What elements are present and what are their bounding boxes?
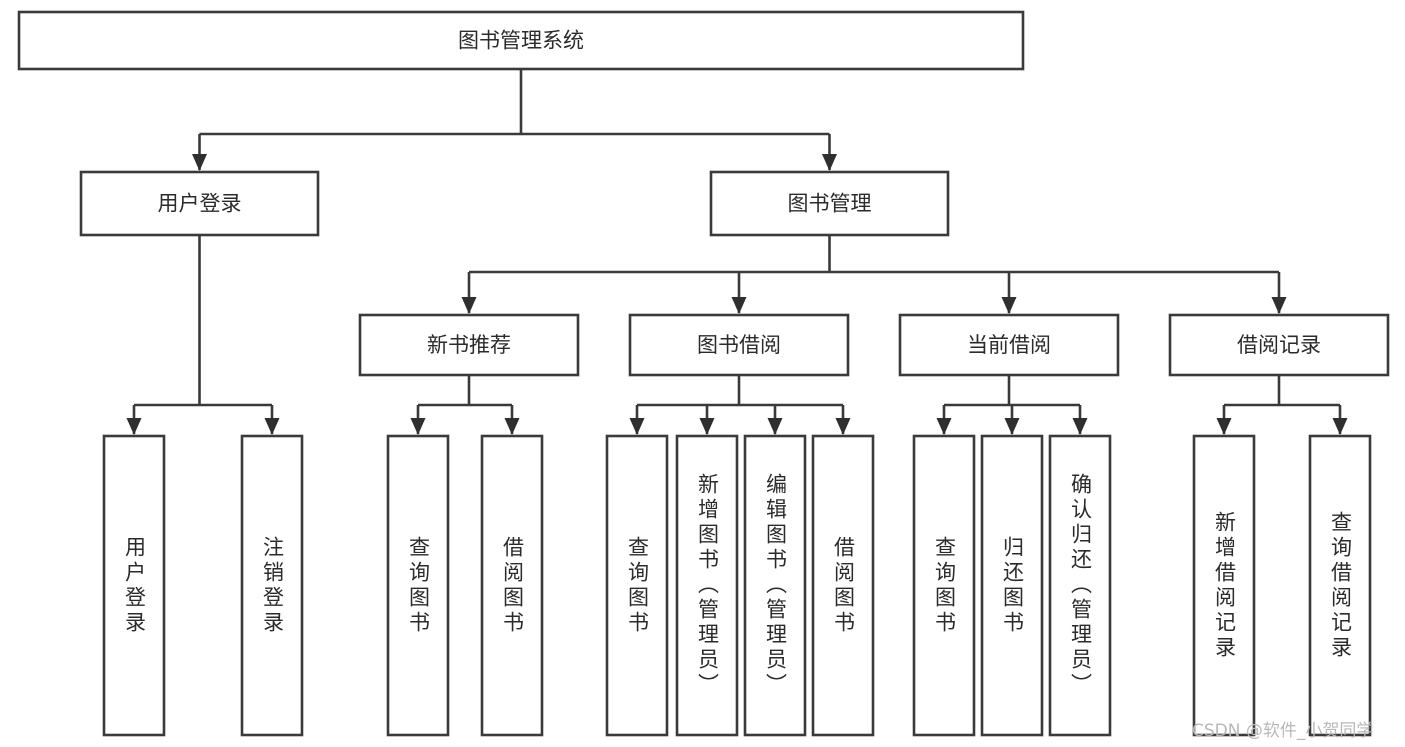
node-level3-2[interactable] (898, 313, 1120, 377)
arrow-head-icon (126, 418, 142, 435)
node-leaf-8[interactable] (912, 434, 976, 737)
arrow-head-icon (504, 418, 520, 435)
node-leaf-12[interactable] (1308, 434, 1372, 737)
node-leaf-2[interactable] (386, 434, 450, 737)
arrow-head-icon (192, 154, 207, 171)
arrow-head-icon (1072, 418, 1088, 435)
node-level3-3[interactable] (1168, 313, 1390, 377)
watermark: CSDN @软件_小贺同学 (1192, 721, 1374, 741)
node-level2-label-1: 图书管理 (788, 192, 872, 216)
arrow-head-icon (1216, 418, 1232, 435)
arrow-head-icon (936, 418, 952, 435)
arrow-head-icon (699, 418, 715, 435)
arrow-head-icon (264, 418, 280, 435)
arrow-head-icon (410, 418, 426, 435)
node-leaf-11[interactable] (1192, 434, 1256, 737)
arrow-head-icon (1004, 418, 1020, 435)
node-level2-1[interactable] (709, 170, 950, 237)
node-leaf-6[interactable] (743, 434, 807, 737)
box-layer (17, 10, 1390, 737)
arrow-head-icon (461, 297, 477, 314)
arrow-head-icon (1332, 418, 1348, 435)
node-leaf-0[interactable] (102, 434, 166, 737)
node-level3-label-3: 借阅记录 (1237, 333, 1321, 357)
node-leaf-4[interactable] (605, 434, 669, 737)
node-level3-1[interactable] (628, 313, 850, 377)
node-leaf-9[interactable] (980, 434, 1044, 737)
node-leaf-3[interactable] (480, 434, 544, 737)
node-level3-0[interactable] (358, 313, 580, 377)
node-leaf-7[interactable] (811, 434, 875, 737)
node-level3-label-2: 当前借阅 (967, 333, 1051, 357)
node-root-label: 图书管理系统 (458, 29, 584, 53)
node-leaf-1[interactable] (240, 434, 304, 737)
arrow-head-icon (1001, 297, 1017, 314)
arrow-head-icon (835, 418, 851, 435)
node-leaf-10[interactable] (1048, 434, 1112, 737)
node-level3-label-1: 图书借阅 (697, 333, 781, 357)
arrow-head-icon (1271, 297, 1287, 314)
node-level2-0[interactable] (79, 170, 320, 237)
node-level2-label-0: 用户登录 (158, 192, 242, 216)
arrow-head-icon (629, 418, 645, 435)
arrow-head-icon (822, 154, 837, 171)
arrow-head-icon (767, 418, 783, 435)
node-level3-label-0: 新书推荐 (427, 333, 511, 357)
arrow-head-icon (731, 297, 747, 314)
node-root[interactable] (17, 10, 1025, 71)
connector-layer (126, 69, 1348, 435)
node-leaf-5[interactable] (675, 434, 739, 737)
